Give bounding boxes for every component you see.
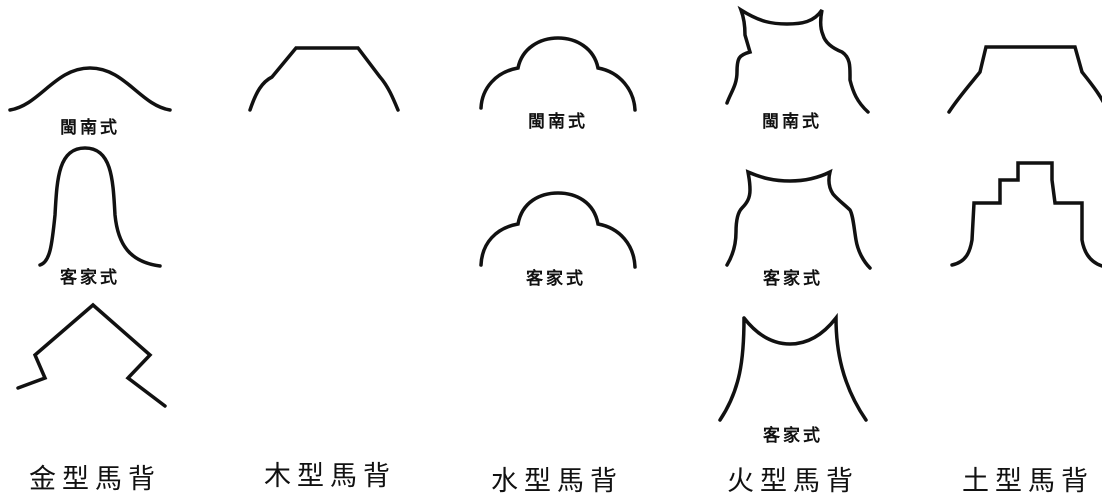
- earth-trapezoid-shape: [947, 45, 1102, 114]
- fire-minnan-shape: [725, 5, 870, 114]
- fire-minnan-label: 閩南式: [762, 111, 822, 132]
- column-metal: 閩南式 客家式 金型馬背: [8, 66, 172, 495]
- fire-hakka1-label: 客家式: [762, 268, 823, 289]
- metal-zigzag-shape: [16, 302, 167, 408]
- column-water: 閩南式 客家式 水型馬背: [479, 36, 637, 497]
- column-wood: 木型馬背: [248, 46, 400, 492]
- water-minnan-label: 閩南式: [528, 111, 588, 132]
- fire-hakka2-label: 客家式: [762, 425, 823, 446]
- wood-title: 木型馬背: [264, 461, 396, 492]
- water-minnan-wave: [479, 36, 637, 112]
- earth-title: 土型馬背: [962, 466, 1094, 497]
- fire-title: 火型馬背: [727, 466, 859, 497]
- water-title: 水型馬背: [491, 466, 623, 497]
- water-hakka-label: 客家式: [525, 268, 586, 289]
- fire-hakka2-shape: [718, 312, 868, 422]
- water-hakka-wave: [479, 191, 637, 269]
- column-earth: 土型馬背: [947, 45, 1102, 497]
- metal-title: 金型馬背: [29, 464, 161, 495]
- metal-hakka-curve: [38, 146, 162, 268]
- fire-hakka-shape: [725, 168, 872, 270]
- metal-minnan-label: 閩南式: [60, 117, 120, 138]
- metal-hakka-label: 客家式: [59, 267, 120, 288]
- metal-minnan-curve: [8, 66, 172, 112]
- column-fire: 閩南式 客家式 客家式 火型馬背: [718, 5, 872, 497]
- earth-stepped-shape: [950, 161, 1102, 268]
- wood-trapezoid-shape: [248, 46, 400, 112]
